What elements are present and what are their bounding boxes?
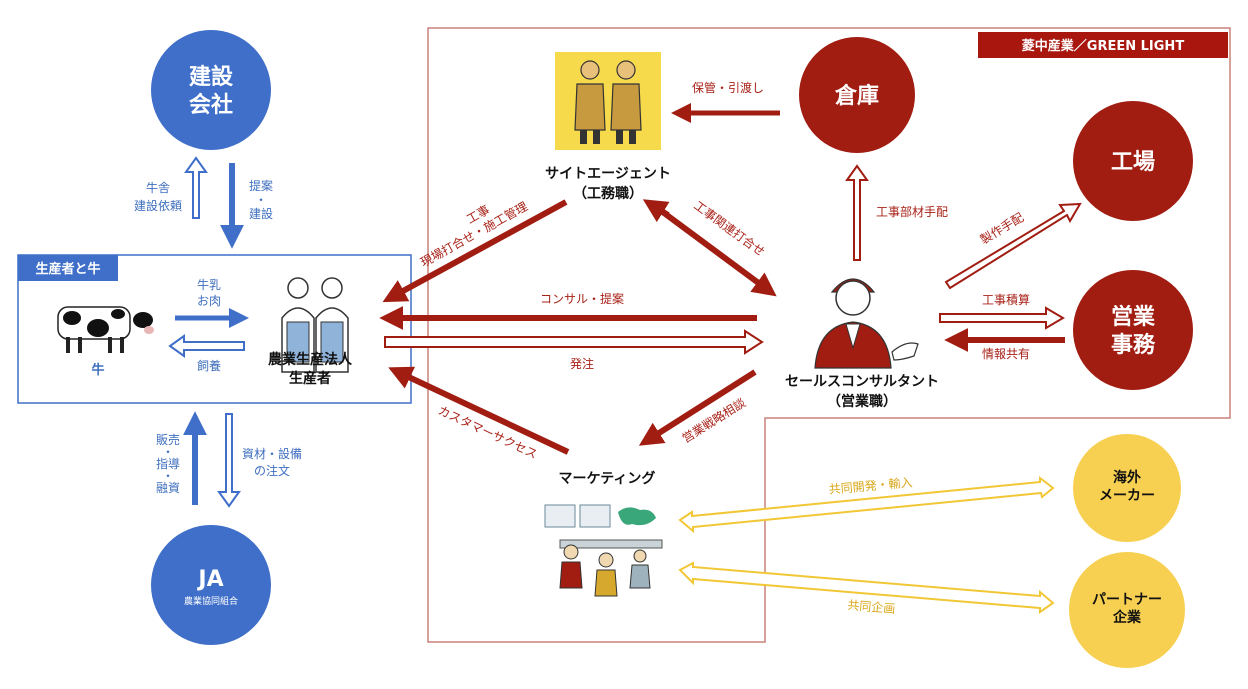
- partner-label-1: パートナー: [1092, 592, 1162, 608]
- partner-circle: [1069, 552, 1185, 668]
- eigyo-senryaku-label: 営業戦略相談: [679, 395, 748, 446]
- kaigai-circle: [1073, 434, 1181, 542]
- partner-label-2: 企業: [1112, 609, 1142, 626]
- arrow-kyoudou-kaihatsu-double: [678, 475, 1055, 534]
- arrow-eigyo-senryaku-solid: [638, 369, 757, 446]
- sales-consultant-label-1: セールスコンサルタント: [785, 374, 939, 390]
- sales-consultant-icon: [814, 278, 919, 369]
- company-badge-label: 菱中産業／GREEN LIGHT: [1022, 38, 1185, 54]
- teian-label-2: 建設: [249, 206, 273, 221]
- kouji-sekisan-label: 工事積算: [982, 292, 1030, 307]
- marketing-icon: [544, 504, 663, 597]
- sales-consultant-label-2: （営業職）: [827, 393, 897, 410]
- arrow-seisaku-outline: [944, 202, 1082, 290]
- arrow-kouji-sekisan-outline: [939, 306, 1065, 330]
- teian-label-dot: ・: [255, 193, 267, 207]
- kensetsu-label-2: 会社: [189, 92, 233, 118]
- ja-label: JA: [196, 567, 223, 592]
- kouji-buzai-label: 工事部材手配: [876, 204, 948, 219]
- hanbai-label-dot2: ・: [162, 469, 174, 483]
- arrow-shiyou-outline: [168, 334, 245, 358]
- kaigai-label-1: 海外: [1113, 469, 1141, 486]
- koujou-label: 工場: [1111, 150, 1155, 175]
- kouji-kanren-label: 工事関連打合せ: [691, 198, 768, 260]
- kyoudou-kaihatsu-label: 共同開発・輸入: [828, 474, 913, 496]
- eigyo-label-2: 事務: [1111, 332, 1156, 358]
- company-frame: [427, 27, 1231, 643]
- milk-label-1: 牛乳: [197, 277, 221, 292]
- site-agent-icon: [555, 52, 661, 150]
- producer-label-1: 農業生産法人: [268, 351, 353, 368]
- ja-circle: [151, 525, 271, 645]
- ja-subtitle: 農業協同組合: [184, 595, 238, 607]
- cow-label: 牛: [91, 362, 104, 378]
- eigyo-label-1: 営業: [1111, 304, 1156, 330]
- teian-label-1: 提案: [249, 178, 273, 193]
- shizai-label-1: 資材・設備: [242, 446, 302, 461]
- producer-box: [17, 254, 412, 404]
- site-agent-label-2: （工務職）: [573, 185, 643, 202]
- hanbai-label-3: 融資: [156, 481, 180, 495]
- arrow-kouji-buzai-outline: [845, 164, 869, 261]
- kensetsu-label-1: 建設: [189, 64, 234, 90]
- producer-label-2: 生産者: [289, 370, 331, 387]
- shizai-label-2: の注文: [254, 463, 290, 478]
- milk-label-2: お肉: [197, 294, 221, 308]
- hanbai-label-2: 指導: [156, 456, 180, 471]
- hanbai-label-dot1: ・: [162, 445, 174, 459]
- producer-box-header: [18, 255, 118, 281]
- souko-label: 倉庫: [834, 83, 879, 109]
- arrow-hacchu-outline: [384, 329, 764, 355]
- arrow-customer-success-solid: [388, 366, 570, 455]
- site-agent-label-1: サイトエージェント: [545, 166, 671, 182]
- gyusha-label-2: 建設依頼: [134, 198, 182, 213]
- arrow-shizai-outline: [217, 413, 241, 508]
- gyusha-label-1: 牛舎: [146, 180, 170, 195]
- kaigai-label-2: メーカー: [1099, 488, 1155, 504]
- koujou-circle: [1073, 101, 1193, 221]
- consul-label: コンサル・提案: [540, 291, 624, 306]
- kensetsu-circle: [151, 30, 271, 150]
- jouhou-label: 情報共有: [982, 347, 1030, 361]
- kyoudou-kikaku-label: 共同企画: [847, 597, 896, 616]
- hanbai-label-1: 販売: [156, 432, 180, 447]
- farmer-icon: [281, 277, 349, 373]
- eigyo-circle: [1073, 270, 1193, 390]
- producer-box-title: 生産者と牛: [35, 261, 100, 277]
- arrow-kouji-genba-solid: [382, 199, 568, 303]
- cow-icon: [57, 306, 154, 353]
- shiyou-label: 飼養: [197, 358, 221, 373]
- arrow-kouji-kanren-double: [642, 199, 777, 297]
- company-badge: [978, 32, 1228, 58]
- arrow-gyusha-outline: [184, 156, 208, 219]
- marketing-label: マーケティング: [559, 470, 656, 487]
- souko-circle: [799, 37, 915, 153]
- arrow-kyoudou-kikaku-double: [678, 561, 1055, 614]
- hacchu-label: 発注: [570, 356, 594, 371]
- hokan-label: 保管・引渡し: [692, 80, 764, 95]
